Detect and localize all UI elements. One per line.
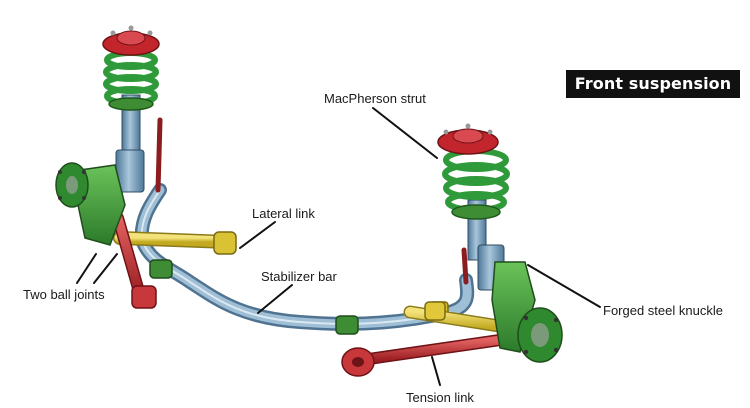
- left-strut-assembly: [102, 25, 163, 193]
- title-badge: Front suspension: [566, 70, 740, 98]
- label-macpherson-strut: MacPherson strut: [324, 91, 426, 106]
- label-lateral-link: Lateral link: [252, 206, 315, 221]
- tension-link-part: [112, 212, 506, 377]
- right-strut-assembly: [437, 123, 510, 291]
- label-two-ball-joints: Two ball joints: [23, 287, 105, 302]
- leader-tension-link: [431, 356, 441, 386]
- leader-lateral-link: [239, 221, 276, 249]
- leader-ball-joint-1: [76, 253, 97, 284]
- leader-macpherson-strut: [372, 107, 438, 159]
- lateral-link-part: [113, 231, 519, 335]
- leader-forged-steel-knuckle: [527, 264, 601, 308]
- leader-ball-joint-2: [93, 253, 118, 284]
- label-stabilizer-bar: Stabilizer bar: [261, 269, 337, 284]
- leader-stabilizer-bar: [257, 284, 293, 314]
- leader-lines: [76, 107, 601, 386]
- left-knuckle-part: [55, 162, 126, 246]
- right-knuckle-part: [491, 261, 563, 363]
- label-forged-steel-knuckle: Forged steel knuckle: [603, 303, 723, 318]
- label-tension-link: Tension link: [406, 390, 474, 405]
